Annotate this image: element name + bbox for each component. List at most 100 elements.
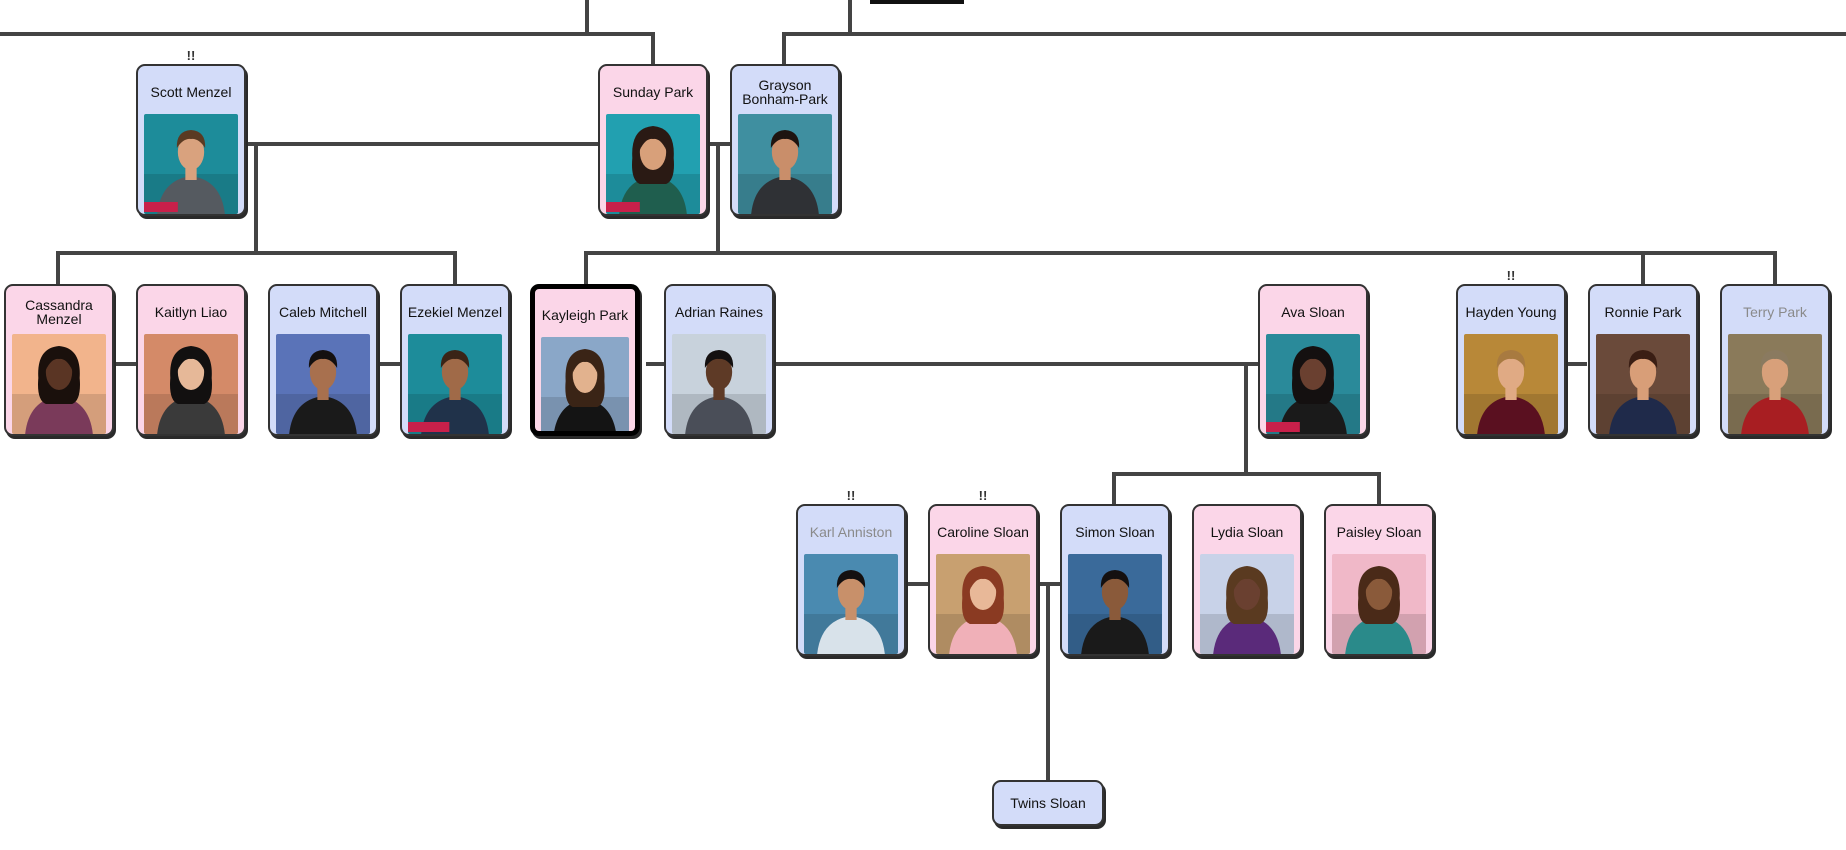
portrait-neck bbox=[1505, 386, 1517, 400]
portrait-hair bbox=[770, 130, 800, 148]
paisley-card[interactable]: Paisley Sloan bbox=[1324, 504, 1434, 656]
portrait-face bbox=[1233, 574, 1261, 610]
karl-name: Karl Anniston bbox=[809, 524, 893, 540]
hayden-portrait bbox=[1464, 334, 1558, 434]
kaitlyn-portrait bbox=[144, 334, 238, 434]
ronnie-photo bbox=[1596, 334, 1690, 434]
kayleigh-card[interactable]: Kayleigh Park bbox=[530, 284, 640, 436]
portrait-hair bbox=[308, 350, 338, 368]
portrait-hair-front bbox=[639, 132, 667, 150]
portrait-neck bbox=[317, 386, 329, 400]
portrait-outfit bbox=[25, 396, 93, 434]
kaitlyn-name: Kaitlyn Liao bbox=[154, 304, 228, 320]
adrian-name: Adrian Raines bbox=[675, 304, 763, 320]
cassandra-portrait bbox=[12, 334, 106, 434]
portrait-hair-front bbox=[45, 352, 73, 370]
simon-portrait bbox=[1068, 554, 1162, 654]
portrait-hair bbox=[176, 130, 206, 148]
portrait-outfit bbox=[289, 396, 357, 434]
adrian-portrait bbox=[672, 334, 766, 434]
portrait-face bbox=[1761, 354, 1789, 390]
lydia-card[interactable]: Lydia Sloan bbox=[1192, 504, 1302, 656]
caroline-name: Caroline Sloan bbox=[937, 524, 1029, 540]
portrait-face bbox=[771, 134, 799, 170]
kayleigh-name: Kayleigh Park bbox=[541, 307, 629, 323]
portrait-outfit bbox=[1477, 396, 1545, 434]
ava-photo bbox=[1266, 334, 1360, 434]
adrian-photo bbox=[672, 334, 766, 434]
portrait-face bbox=[441, 354, 469, 390]
cassandra-name: Cassandra Menzel bbox=[25, 297, 93, 327]
karl-card[interactable]: Karl Anniston bbox=[796, 504, 906, 656]
portrait-face bbox=[177, 354, 205, 390]
ronnie-card[interactable]: Ronnie Park bbox=[1588, 284, 1698, 436]
sunday-card[interactable]: Sunday Park bbox=[598, 64, 708, 216]
hayden-name: Hayden Young bbox=[1465, 304, 1557, 320]
portrait-face bbox=[1365, 574, 1393, 610]
caroline-card[interactable]: Caroline Sloan bbox=[928, 504, 1038, 656]
portrait-neck bbox=[845, 606, 857, 620]
caleb-portrait bbox=[276, 334, 370, 434]
portrait-badge bbox=[408, 422, 450, 432]
lydia-photo bbox=[1200, 554, 1294, 654]
connector-top-right bbox=[848, 0, 1846, 36]
cassandra-card[interactable]: Cassandra Menzel bbox=[4, 284, 114, 436]
ezekiel-card[interactable]: Ezekiel Menzel bbox=[400, 284, 510, 436]
portrait-face bbox=[572, 357, 598, 393]
caroline-portrait bbox=[936, 554, 1030, 654]
portrait-outfit bbox=[685, 396, 753, 434]
simon-name: Simon Sloan bbox=[1075, 524, 1155, 540]
connector-grayson-parent bbox=[782, 32, 850, 66]
portrait-outfit bbox=[751, 176, 819, 214]
portrait-hair bbox=[1100, 570, 1130, 588]
simon-card[interactable]: Simon Sloan bbox=[1060, 504, 1170, 656]
ava-portrait bbox=[1266, 334, 1360, 434]
cassandra-photo bbox=[12, 334, 106, 434]
lydia-name: Lydia Sloan bbox=[1210, 524, 1284, 540]
caleb-photo bbox=[276, 334, 370, 434]
ezekiel-photo bbox=[408, 334, 502, 434]
portrait-face bbox=[45, 354, 73, 390]
portrait-badge bbox=[606, 202, 640, 212]
portrait-hair bbox=[1496, 350, 1526, 368]
portrait-outfit bbox=[157, 396, 225, 434]
twins-sloan-card[interactable]: Twins Sloan bbox=[992, 780, 1104, 826]
karl-photo bbox=[804, 554, 898, 654]
adrian-card[interactable]: Adrian Raines bbox=[664, 284, 774, 436]
portrait-hair-front bbox=[572, 355, 598, 373]
scott-portrait bbox=[144, 114, 238, 214]
portrait-hair-front bbox=[1233, 572, 1261, 590]
portrait-outfit bbox=[1609, 396, 1677, 434]
simon-photo bbox=[1068, 554, 1162, 654]
portrait-face bbox=[639, 134, 667, 170]
caroline-attention-mark: !! bbox=[978, 488, 988, 503]
ezekiel-portrait bbox=[408, 334, 502, 434]
portrait-face bbox=[705, 354, 733, 390]
portrait-outfit bbox=[1081, 616, 1149, 654]
hayden-card[interactable]: Hayden Young bbox=[1456, 284, 1566, 436]
paisley-portrait bbox=[1332, 554, 1426, 654]
terry-name: Terry Park bbox=[1743, 304, 1807, 320]
ava-card[interactable]: Ava Sloan bbox=[1258, 284, 1368, 436]
portrait-badge bbox=[144, 202, 178, 212]
sunday-photo bbox=[606, 114, 700, 214]
hayden-attention-mark: !! bbox=[1506, 268, 1516, 283]
portrait-badge bbox=[1266, 422, 1300, 432]
twins-sloan-name: Twins Sloan bbox=[1010, 795, 1086, 811]
caleb-card[interactable]: Caleb Mitchell bbox=[268, 284, 378, 436]
portrait-neck bbox=[1769, 386, 1781, 400]
portrait-hair bbox=[704, 350, 734, 368]
kaitlyn-card[interactable]: Kaitlyn Liao bbox=[136, 284, 246, 436]
portrait-hair-front bbox=[969, 572, 997, 590]
grayson-card[interactable]: Grayson Bonham-Park bbox=[730, 64, 840, 216]
scott-card[interactable]: Scott Menzel bbox=[136, 64, 246, 216]
connector-top-left bbox=[0, 32, 655, 66]
portrait-face bbox=[1497, 354, 1525, 390]
ava-name: Ava Sloan bbox=[1281, 304, 1345, 320]
terry-card[interactable]: Terry Park bbox=[1720, 284, 1830, 436]
portrait-outfit bbox=[1741, 396, 1809, 434]
portrait-hair bbox=[1628, 350, 1658, 368]
portrait-neck bbox=[779, 166, 791, 180]
karl-attention-mark: !! bbox=[846, 488, 856, 503]
scott-attention-mark: !! bbox=[186, 48, 196, 63]
